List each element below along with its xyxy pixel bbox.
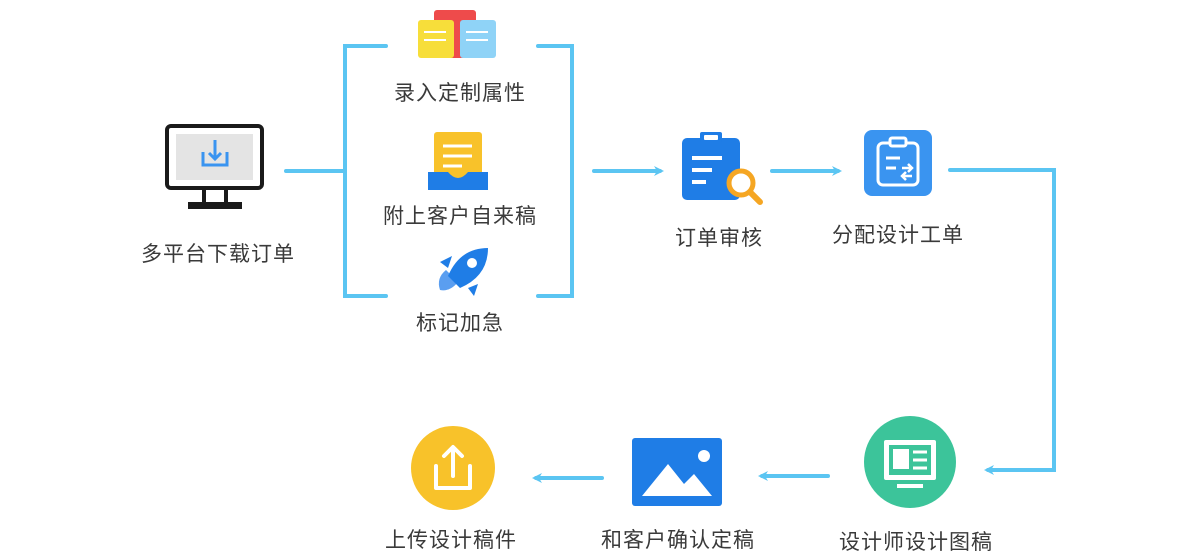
monitor-download-icon xyxy=(165,124,264,209)
design-screen-icon xyxy=(864,416,956,508)
upload-icon xyxy=(411,426,495,510)
right-bracket xyxy=(536,44,574,298)
label-urgent: 标记加急 xyxy=(416,312,504,335)
label-upload: 上传设计稿件 xyxy=(385,529,517,552)
label-design: 设计师设计图稿 xyxy=(839,531,993,554)
label-review: 订单审核 xyxy=(675,227,763,250)
assign-ticket-icon xyxy=(864,130,932,196)
image-icon xyxy=(632,438,722,506)
arrow-to-design xyxy=(948,168,1056,475)
connectors xyxy=(284,44,1056,483)
label-custom-attrs: 录入定制属性 xyxy=(394,82,526,105)
label-assign: 分配设计工单 xyxy=(832,224,964,247)
label-confirm: 和客户确认定稿 xyxy=(601,529,755,552)
rocket-icon xyxy=(438,248,488,296)
document-tray-icon xyxy=(428,132,488,190)
label-attach-draft: 附上客户自来稿 xyxy=(383,205,537,228)
left-bracket xyxy=(343,44,388,298)
label-download: 多平台下载订单 xyxy=(141,243,295,266)
clipboard-search-icon xyxy=(682,132,763,205)
sticky-notes-icon xyxy=(418,10,496,58)
